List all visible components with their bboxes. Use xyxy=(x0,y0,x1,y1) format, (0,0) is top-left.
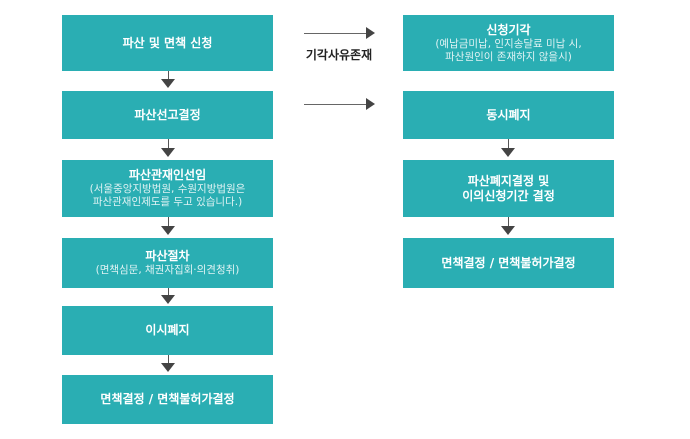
arrow-down-icon xyxy=(161,226,175,235)
step-title: 파산절차 xyxy=(145,249,190,263)
arrow-down-icon xyxy=(161,363,175,372)
arrow-right-icon xyxy=(366,27,375,39)
arrow-down-icon xyxy=(501,148,515,157)
step-title: 이시폐지 xyxy=(145,323,190,337)
step-bankruptcy-declaration: 파산선고결정 xyxy=(62,91,273,139)
connector-line xyxy=(304,104,366,105)
connector-line xyxy=(304,33,366,34)
step-title: 파산폐지결정 및 xyxy=(467,173,550,188)
step-note: 파산원인이 존재하지 않을시) xyxy=(445,50,572,63)
step-title: 면책결정 / 면책불허가결정 xyxy=(441,255,576,270)
step-note: (서울중앙지방법원, 수원지방법원은 xyxy=(89,183,246,195)
arrow-down-icon xyxy=(161,148,175,157)
arrow-down-icon xyxy=(501,226,515,235)
connector-line xyxy=(168,139,169,148)
step-note: (예납금미납, 인지송달료 미납 시, xyxy=(435,37,582,50)
step-bankruptcy-procedure: 파산절차 (면책심문, 채권자집회·의견청취) xyxy=(62,238,273,288)
step-trustee-appointment: 파산관재인선임 (서울중앙지방법원, 수원지방법원은 파산관재인제도를 두고 있… xyxy=(62,160,273,217)
connector-line xyxy=(508,139,509,148)
connector-line xyxy=(168,71,169,79)
step-note: 파산관재인제도를 두고 있습니다.) xyxy=(92,196,243,208)
step-application-dismissed: 신청기각 (예납금미납, 인지송달료 미납 시, 파산원인이 존재하지 않을시) xyxy=(403,15,614,71)
connector-line xyxy=(168,217,169,226)
connector-line xyxy=(508,217,509,226)
step-discharge-decision-left: 면책결정 / 면책불허가결정 xyxy=(62,375,273,424)
connector-line xyxy=(168,288,169,295)
arrow-down-icon xyxy=(161,295,175,304)
step-title: 면책결정 / 면책불허가결정 xyxy=(100,392,235,406)
step-title-line2: 이의신청기간 결정 xyxy=(462,188,555,203)
step-title: 동시폐지 xyxy=(486,107,531,122)
arrow-right-icon xyxy=(366,98,375,110)
step-title: 신청기각 xyxy=(486,22,531,37)
arrow-down-icon xyxy=(161,79,175,88)
step-title: 파산 및 면책 신청 xyxy=(122,35,213,50)
step-simultaneous-abolition: 동시폐지 xyxy=(403,91,614,139)
step-discharge-decision-right: 면책결정 / 면책불허가결정 xyxy=(403,238,614,288)
step-bankruptcy-application: 파산 및 면책 신청 xyxy=(62,15,273,71)
step-abolition-decision: 파산폐지결정 및 이의신청기간 결정 xyxy=(403,160,614,217)
step-title: 파산선고결정 xyxy=(134,107,201,122)
step-note: (면책심문, 채권자집회·의견청취) xyxy=(95,264,240,276)
step-title: 파산관재인선임 xyxy=(128,168,207,182)
dismissal-reason-label: 기각사유존재 xyxy=(305,48,373,62)
step-later-abolition: 이시폐지 xyxy=(62,306,273,355)
connector-line xyxy=(168,355,169,363)
